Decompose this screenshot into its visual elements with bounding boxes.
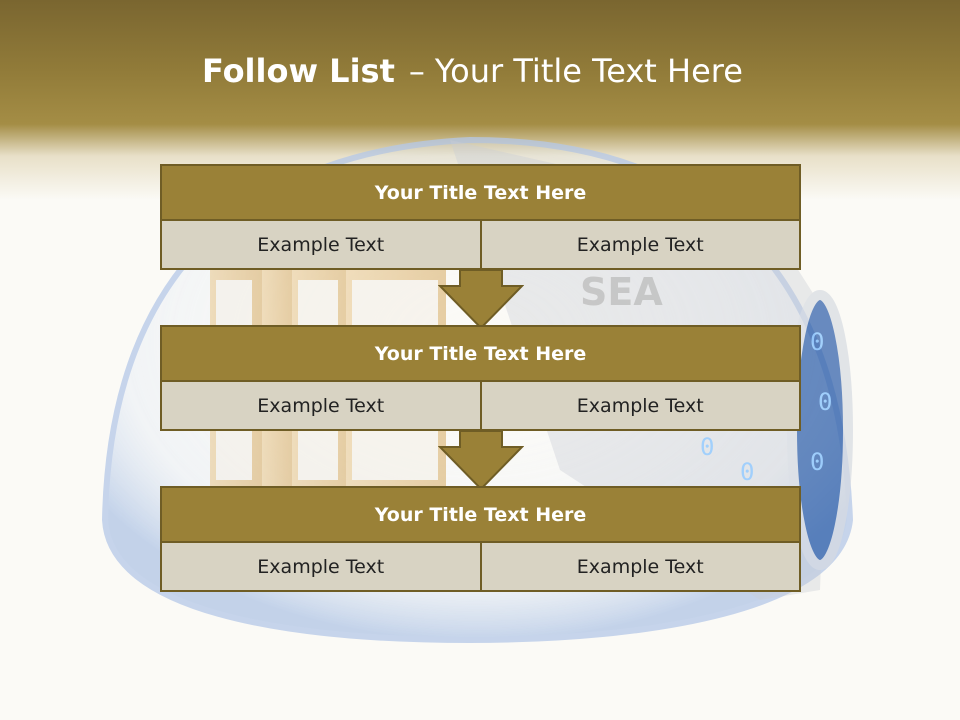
list-block-1: Your Title Text Here Example Text Exampl… xyxy=(160,164,801,270)
list-block-3: Your Title Text Here Example Text Exampl… xyxy=(160,486,801,592)
slide-title-rest: Your Title Text Here xyxy=(434,52,743,90)
block-title[interactable]: Your Title Text Here xyxy=(160,325,801,382)
block-cell-left[interactable]: Example Text xyxy=(160,221,482,270)
slide-title-bold: Follow List xyxy=(202,52,395,90)
block-title[interactable]: Your Title Text Here xyxy=(160,486,801,543)
block-cell-right[interactable]: Example Text xyxy=(481,221,801,270)
block-cell-left[interactable]: Example Text xyxy=(160,382,482,431)
binary-digit: 0 xyxy=(810,448,824,476)
binary-digit: 0 xyxy=(818,388,832,416)
binary-digit: 0 xyxy=(810,328,824,356)
slide-title: Follow List–Your Title Text Here xyxy=(0,52,960,90)
binary-digit: 0 xyxy=(740,458,754,486)
down-arrow-icon xyxy=(438,431,524,491)
block-row: Example Text Example Text xyxy=(160,543,801,592)
block-cell-right[interactable]: Example Text xyxy=(481,543,801,592)
block-cell-right[interactable]: Example Text xyxy=(481,382,801,431)
block-cell-left[interactable]: Example Text xyxy=(160,543,482,592)
down-arrow-icon xyxy=(438,270,524,330)
slide-title-separator: – xyxy=(408,52,425,90)
block-row: Example Text Example Text xyxy=(160,221,801,270)
list-block-2: Your Title Text Here Example Text Exampl… xyxy=(160,325,801,431)
block-title[interactable]: Your Title Text Here xyxy=(160,164,801,221)
watermark-text: SEA xyxy=(580,270,663,314)
block-row: Example Text Example Text xyxy=(160,382,801,431)
binary-digit: 0 xyxy=(700,433,714,461)
